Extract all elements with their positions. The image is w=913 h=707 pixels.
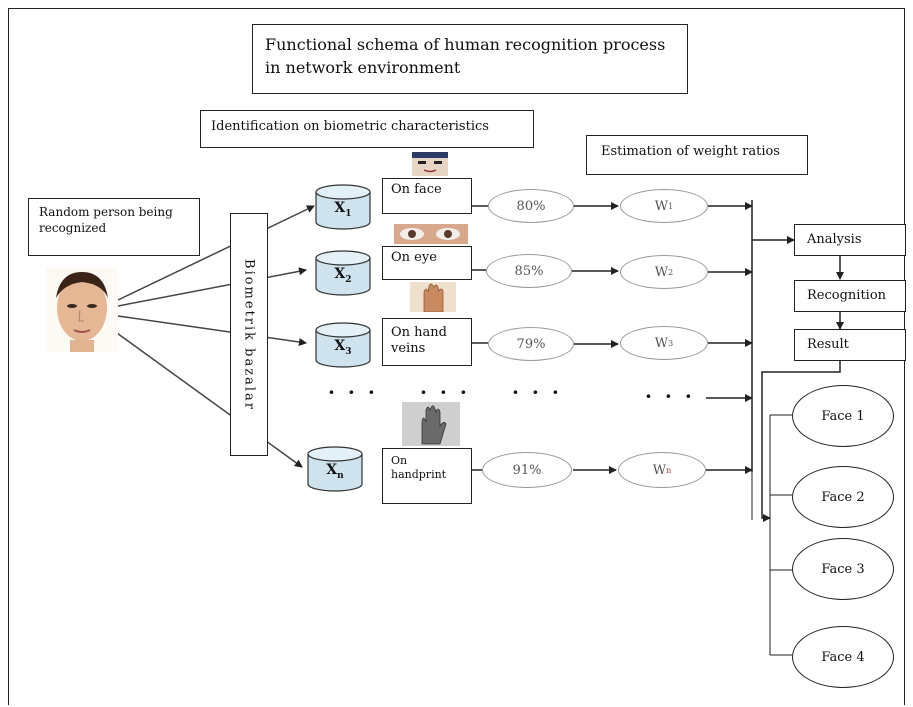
biometric-bases-label: Biometrik bazalar <box>241 258 257 411</box>
result-label: Result <box>807 337 849 352</box>
weight-sub: 3 <box>668 338 674 348</box>
identification-label: Identification on biometric characterist… <box>211 119 489 134</box>
person-label-box: Random person being recognized <box>28 198 200 256</box>
database-cylinder-icon <box>307 446 363 492</box>
database-cylinder-icon <box>315 184 371 230</box>
title-line-1: Functional schema of human recognition p… <box>265 35 666 54</box>
database-x3-label: X3 <box>334 338 352 357</box>
method-label: On face <box>391 182 442 197</box>
database-cylinder-icon <box>315 250 371 296</box>
biometric-bases-box: Biometrik bazalar <box>230 213 268 456</box>
percentage-value: 85% <box>514 263 544 279</box>
arrow-person-xn <box>109 327 303 468</box>
hand-thumbnail-icon <box>410 282 456 312</box>
recognition-label: Recognition <box>807 288 887 303</box>
arrow-person-x2 <box>117 267 307 307</box>
title-line-2: in network environment <box>265 58 461 78</box>
face-label: Face 1 <box>821 408 865 424</box>
method-label: On eye <box>391 250 437 265</box>
arrow-person-x3 <box>117 315 307 346</box>
method-box-handprint: On handprint <box>382 448 472 504</box>
method-label: veins <box>391 340 426 356</box>
database-x1-label: X1 <box>334 200 352 219</box>
recognition-box: Recognition <box>794 280 906 312</box>
percentage-value: 91% <box>512 462 542 478</box>
estimation-box: Estimation of weight ratios <box>586 135 808 175</box>
estimation-label: Estimation of weight ratios <box>601 144 780 159</box>
ellipsis-dots: · · · <box>645 384 695 408</box>
face-ellipse-4: Face 4 <box>792 626 894 688</box>
face-thumbnail-icon <box>412 152 448 176</box>
title-box: Functional schema of human recognition p… <box>252 24 688 94</box>
percentage-ellipse: 79% <box>488 327 574 361</box>
database-x2-label: X2 <box>334 266 352 285</box>
method-box-face: On face <box>382 178 472 214</box>
arrow-person-x1 <box>117 205 315 301</box>
database-xn-label: Xn <box>326 462 344 481</box>
face-ellipse-3: Face 3 <box>792 538 894 600</box>
percentage-ellipse: 91% <box>482 452 572 488</box>
method-box-hand-veins: On hand veins <box>382 318 472 366</box>
arrow-result-faces <box>761 361 841 522</box>
method-label: On <box>391 454 408 467</box>
eye-thumbnail-icon <box>394 224 468 244</box>
method-label: handprint <box>391 468 447 482</box>
weight-letter: W <box>652 462 667 478</box>
weight-sub: 1 <box>668 201 674 211</box>
result-box: Result <box>794 329 906 361</box>
percentage-value: 79% <box>516 336 546 352</box>
face-ellipse-2: Face 2 <box>792 466 894 528</box>
weight-sub: n <box>666 465 672 475</box>
weight-letter: W <box>654 198 669 214</box>
weight-letter: W <box>654 264 669 280</box>
percentage-ellipse: 80% <box>488 189 574 223</box>
person-label-line-1: Random person being <box>39 205 173 219</box>
face-photo-icon <box>46 268 118 352</box>
analysis-label: Analysis <box>807 232 862 247</box>
method-box-eye: On eye <box>382 246 472 280</box>
weight-sub: 2 <box>668 267 674 277</box>
handprint-thumbnail-icon <box>402 402 460 446</box>
ellipsis-dots: · · · <box>512 380 562 404</box>
face-label: Face 3 <box>821 561 865 577</box>
face-ellipse-1: Face 1 <box>792 385 894 447</box>
weight-letter: W <box>654 335 669 351</box>
percentage-value: 80% <box>516 198 546 214</box>
ellipsis-dots: · · · <box>420 380 470 404</box>
percentage-ellipse: 85% <box>486 254 572 288</box>
database-cylinder-icon <box>315 322 371 368</box>
analysis-box: Analysis <box>794 224 906 256</box>
face-label: Face 2 <box>821 489 865 505</box>
person-label-line-2: recognized <box>39 221 107 236</box>
identification-box: Identification on biometric characterist… <box>200 110 534 148</box>
method-label: On hand <box>391 325 447 340</box>
face-label: Face 4 <box>821 649 865 665</box>
ellipsis-dots: · · · <box>328 380 378 404</box>
